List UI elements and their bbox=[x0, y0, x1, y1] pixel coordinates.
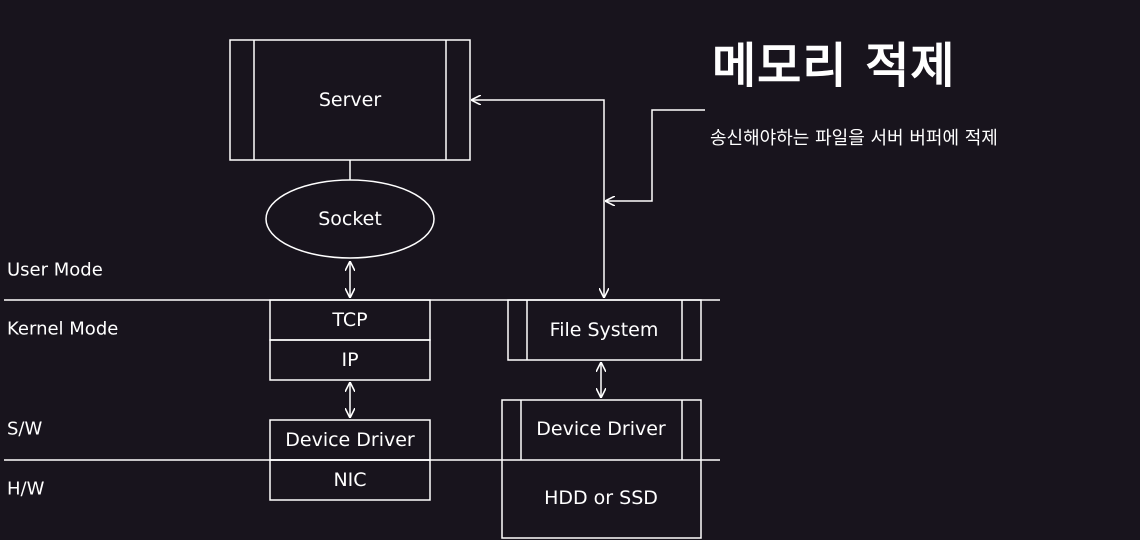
ip-box bbox=[269, 339, 431, 381]
tcp-label: TCP bbox=[331, 309, 367, 331]
network-device-driver-label: Device Driver bbox=[285, 429, 415, 451]
fs-server-arrow bbox=[472, 100, 604, 297]
kernel-mode-label: Kernel Mode bbox=[7, 319, 118, 340]
file-system-box bbox=[507, 299, 702, 361]
file-system-label: File System bbox=[550, 319, 659, 341]
nic-box bbox=[269, 459, 431, 501]
storage-device-driver-label: Device Driver bbox=[536, 418, 666, 440]
user-mode-label: User Mode bbox=[7, 260, 103, 281]
annotation-arrow bbox=[606, 109, 705, 201]
annotation-description: 송신해야하는 파일을 서버 버퍼에 적제 bbox=[710, 128, 998, 149]
hw-label: H/W bbox=[7, 479, 45, 500]
storage-label: HDD or SSD bbox=[544, 487, 658, 509]
nic-label: NIC bbox=[333, 469, 366, 491]
server-label: Server bbox=[319, 89, 381, 111]
annotation-title: 메모리 적제 bbox=[712, 38, 956, 94]
storage-device-driver-box bbox=[501, 399, 702, 539]
ip-label: IP bbox=[341, 349, 358, 371]
socket-label: Socket bbox=[318, 208, 382, 230]
sw-label: S/W bbox=[7, 419, 42, 440]
socket-ellipse bbox=[265, 179, 435, 259]
